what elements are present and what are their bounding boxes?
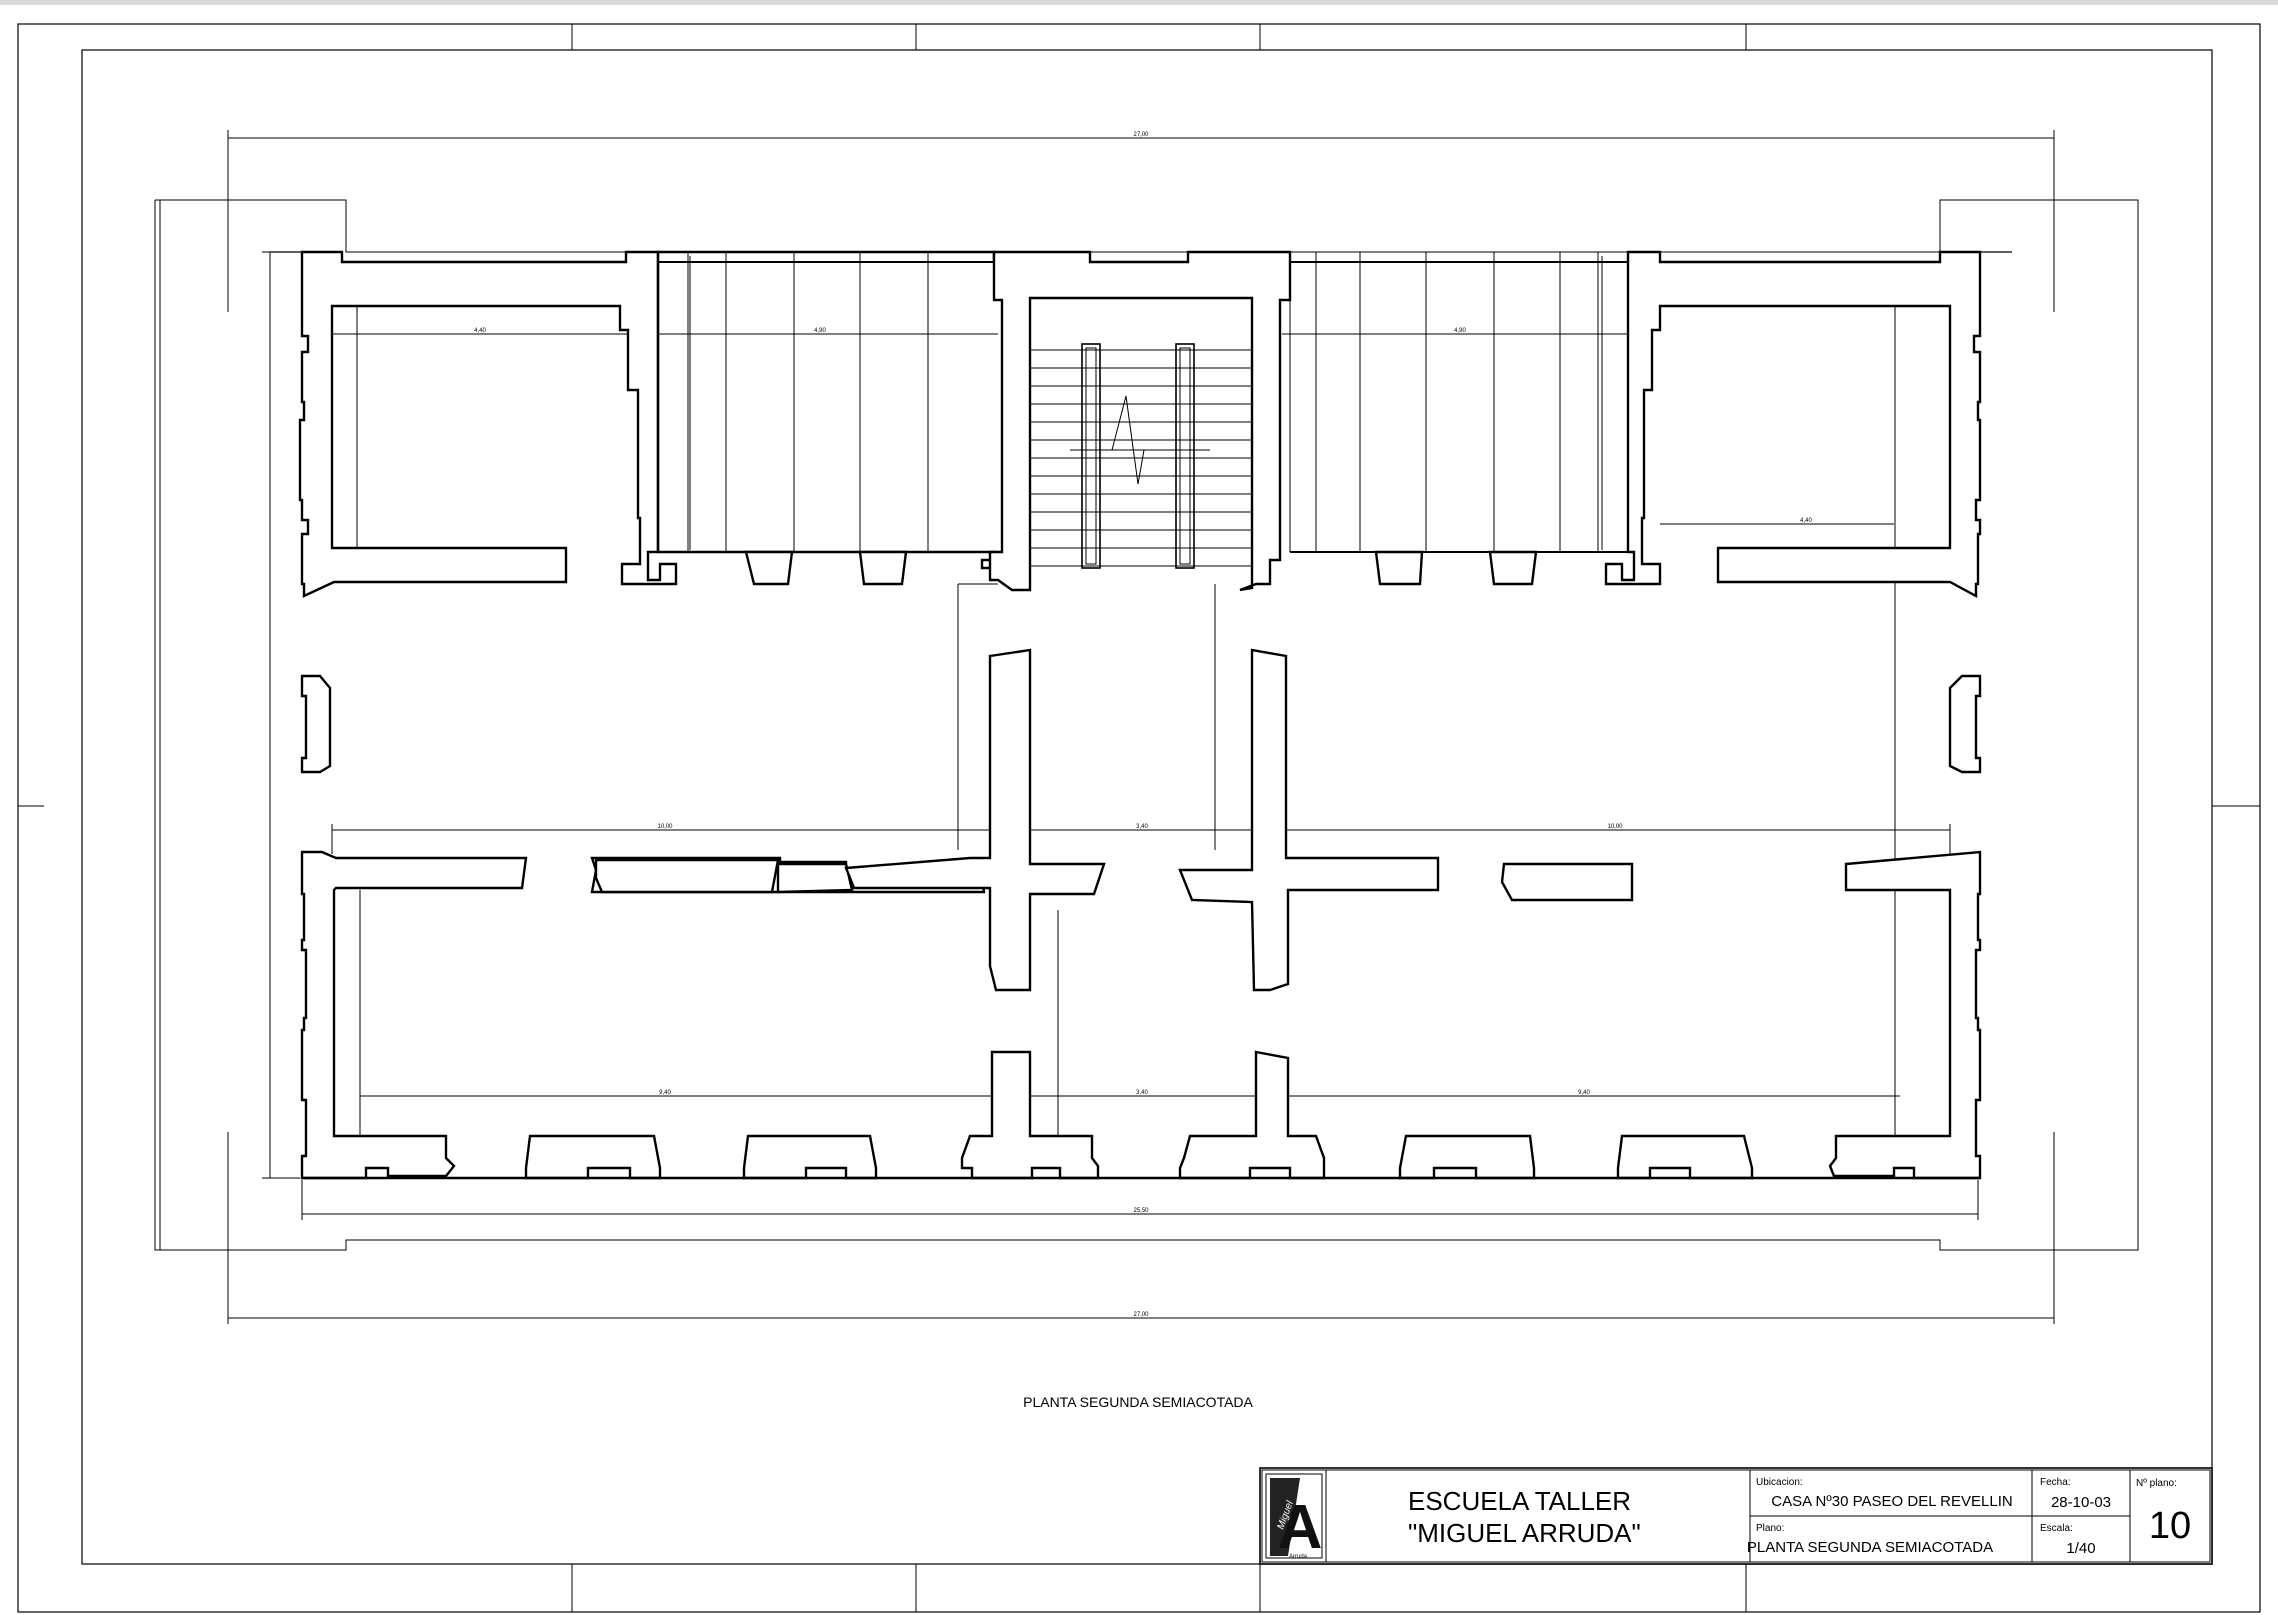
wall-corridor-right2 — [1828, 850, 1982, 1180]
dim-label: 27,00 — [1133, 132, 1149, 138]
dim-label: 25,50 — [1133, 1208, 1149, 1214]
wall-corridor-segment — [594, 858, 780, 894]
plan-label: Plano: — [1756, 1523, 1784, 1534]
pillar-lower — [1616, 1134, 1754, 1180]
scale-label: Escala: — [2040, 1523, 2073, 1534]
date-value: 28-10-03 — [2051, 1494, 2111, 1511]
dim-label: 10,00 — [1607, 824, 1623, 830]
stair-core — [988, 250, 1292, 592]
plan-number-label: Nº plano: — [2136, 1478, 2177, 1489]
dim-label: 9,40 — [659, 1090, 671, 1096]
dim-label: 3,40 — [1136, 1090, 1148, 1096]
wall-lower-tleft — [960, 1050, 1100, 1180]
wall-upper-left-band — [656, 250, 1006, 570]
dimension-texts: 27,00 27,00 25,50 4,40 4,90 4,90 4,40 10… — [474, 132, 1812, 1318]
pillar-lower — [524, 1134, 662, 1180]
pillar-lower — [1398, 1134, 1536, 1180]
drawing-caption: PLANTA SEGUNDA SEMIACOTADA — [1023, 1394, 1253, 1410]
wall-right-mid — [1948, 674, 1982, 774]
wall-left-mid — [300, 674, 332, 774]
plan-number-value: 10 — [2149, 1505, 2191, 1547]
dim-label: 4,40 — [474, 328, 486, 334]
school-name-line1: ESCUELA TALLER — [1408, 1486, 1631, 1516]
pillar — [1488, 550, 1538, 586]
building-walls — [298, 250, 1982, 1180]
dim-label: 4,90 — [814, 328, 826, 334]
wall-central-left — [844, 648, 1106, 992]
school-name-line2: "MIGUEL ARRUDA" — [1408, 1518, 1641, 1548]
staircase — [1030, 343, 1252, 569]
dim-label: 9,40 — [1578, 1090, 1590, 1096]
scale-value: 1/40 — [2066, 1540, 2095, 1557]
location-value: CASA Nº30 PASEO DEL REVELLIN — [1771, 1493, 2012, 1510]
title-block: A Miguel Arruda ESCUELA TALLER "MIGUEL A… — [1259, 1467, 2213, 1565]
building-outline — [270, 251, 2012, 582]
wall-corridor-left — [300, 850, 528, 1180]
wall-top-left — [298, 250, 678, 598]
dimension-lines — [154, 130, 2139, 1324]
date-label: Fecha: — [2040, 1477, 2071, 1488]
dim-label: 4,40 — [1800, 518, 1812, 524]
dim-label: 10,00 — [657, 824, 673, 830]
wall-top-right — [1604, 250, 1982, 599]
pillar — [1374, 550, 1424, 586]
svg-text:A: A — [1278, 1493, 1323, 1562]
pillar — [744, 550, 794, 586]
wall-central-right — [1178, 648, 1440, 992]
pillar-lower — [742, 1134, 878, 1180]
dim-label: 3,40 — [1136, 824, 1148, 830]
svg-text:Arruda: Arruda — [1289, 1554, 1308, 1560]
wall-corridor-segment — [776, 862, 854, 894]
wall-corridor-right1 — [1500, 862, 1634, 902]
location-label: Ubicacion: — [1756, 1477, 1803, 1488]
pillar — [858, 550, 908, 586]
school-logo: A Miguel Arruda — [1265, 1473, 1323, 1562]
dim-label: 4,90 — [1454, 328, 1466, 334]
floor-joists — [658, 252, 1629, 553]
dim-label: 27,00 — [1133, 1312, 1149, 1318]
wall-lower-tright — [1178, 1050, 1326, 1180]
plan-value: PLANTA SEGUNDA SEMIACOTADA — [1747, 1539, 1993, 1556]
